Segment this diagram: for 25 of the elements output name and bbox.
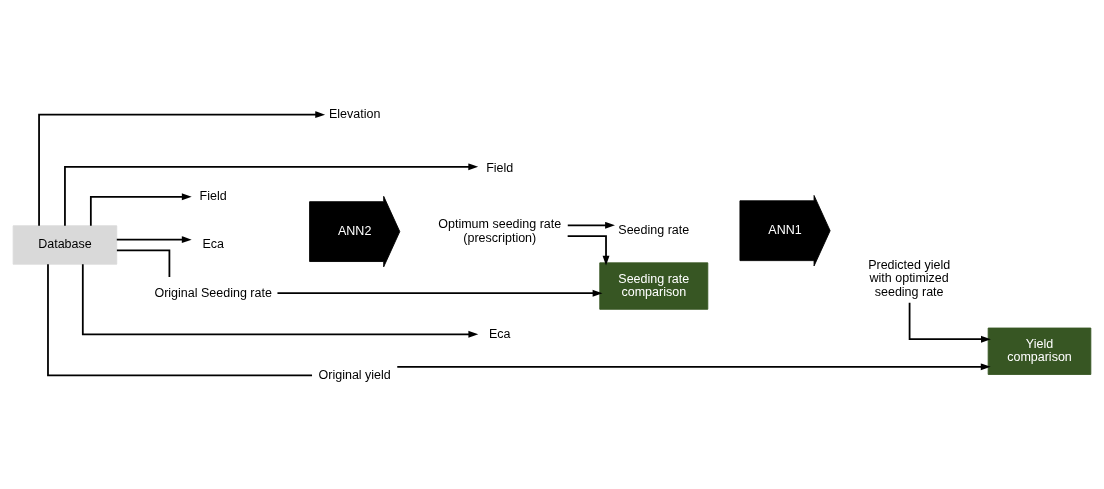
arrow	[276, 289, 603, 297]
connector	[47, 262, 313, 376]
node-box: Seeding rate comparison	[599, 261, 709, 310]
node-text: Optimum seeding rate (prescription)	[438, 216, 562, 245]
node-text: Predicted yield with optimized seeding rate	[868, 257, 951, 299]
node-text: Eca	[202, 236, 224, 251]
node-text: Original yield	[318, 367, 391, 382]
arrow	[38, 110, 326, 227]
node-text: Original Seeding rate	[154, 285, 272, 300]
arrow	[566, 234, 610, 266]
node-text: Elevation	[328, 106, 381, 121]
arrow	[566, 221, 615, 229]
node-box: Yield comparison	[987, 327, 1092, 375]
arrow	[396, 362, 991, 370]
node-text: Field	[199, 188, 227, 203]
arrow	[64, 162, 479, 227]
node-text: Eca	[488, 326, 511, 341]
connector	[115, 248, 171, 278]
arrow	[908, 301, 991, 343]
node-text: Field	[486, 160, 514, 175]
node-box: Database	[12, 224, 118, 265]
arrow	[81, 263, 479, 338]
node-text: Seeding rate	[618, 222, 690, 237]
arrow	[115, 235, 192, 243]
arrow	[89, 192, 192, 227]
